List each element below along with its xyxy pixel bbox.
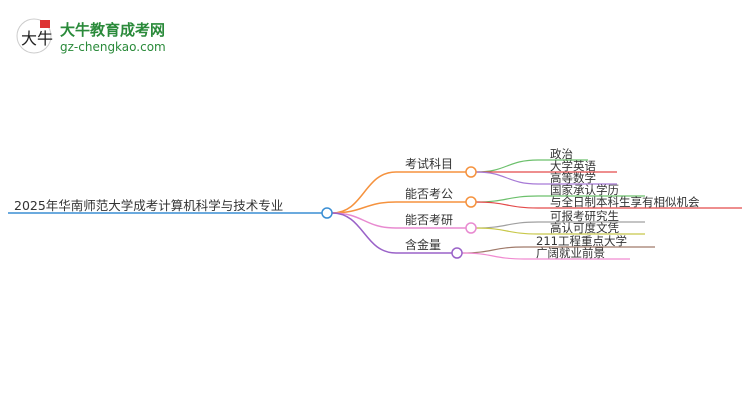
logo: 大牛 大牛教育成考网 gz-chengkao.com	[14, 16, 214, 56]
branch-label: 考试科目	[405, 156, 453, 171]
branch-connector	[331, 171, 397, 214]
leaf-label: 政治	[550, 147, 573, 161]
leaf-label: 211工程重点大学	[536, 234, 627, 248]
logo-mark: 大牛 大牛教育成考网 gz-chengkao.com	[16, 18, 166, 54]
logo-title: 大牛教育成考网	[60, 21, 165, 39]
leaf-connector	[475, 159, 539, 173]
leaf-label: 可报考研究生	[550, 209, 619, 223]
root-node	[321, 207, 333, 219]
branch-label: 能否考公	[405, 187, 453, 201]
branch-label: 能否考研	[405, 213, 453, 227]
branch-node	[465, 222, 477, 234]
leaf-label: 大学英语	[550, 159, 596, 173]
leaf-connector	[475, 201, 539, 209]
leaf-label: 高等数学	[550, 171, 596, 185]
leaf-label: 广阔就业前景	[536, 246, 605, 260]
branch-connector	[331, 212, 397, 229]
leaf-connector	[475, 171, 539, 185]
logo-mark-text: 大牛	[21, 29, 53, 48]
branch-label: 含金量	[405, 237, 441, 252]
leaf-label: 高认可度文凭	[550, 221, 619, 235]
root-label: 2025年华南师范大学成考计算机科学与技术专业	[14, 198, 283, 213]
leaf-connector	[475, 195, 539, 203]
leaf-label: 与全日制本科生享有相似机会	[550, 195, 700, 209]
leaf-connector	[461, 246, 525, 254]
leaf-connector	[475, 221, 539, 229]
logo-url: gz-chengkao.com	[60, 40, 166, 54]
branch-connector	[331, 212, 397, 254]
leaf-connector	[461, 252, 525, 260]
leaf-label: 国家承认学历	[550, 183, 619, 197]
branch-node	[465, 196, 477, 208]
leaf-connector	[475, 227, 539, 235]
branch-node	[465, 166, 477, 178]
branch-node	[451, 247, 463, 259]
